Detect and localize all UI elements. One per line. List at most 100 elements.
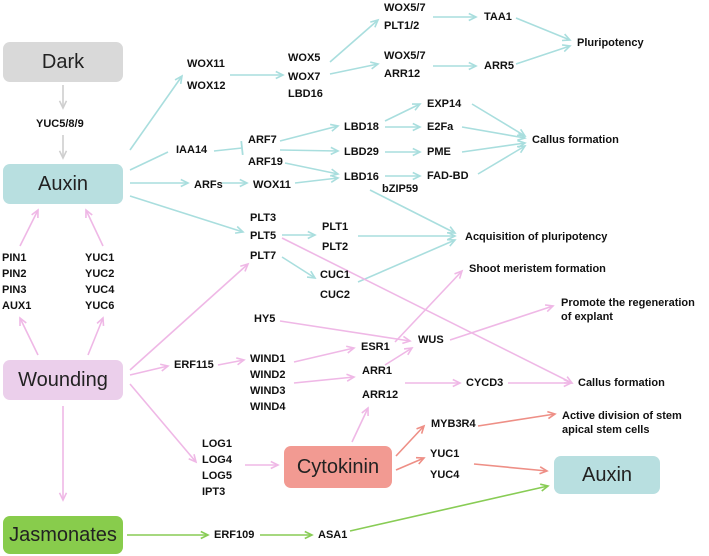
edge-cytokinin-to-myb <box>395 424 426 457</box>
active-division-label-line1: Active division of stem <box>562 410 682 422</box>
edge-cytokinin-to-yuc <box>395 456 426 471</box>
taa1-label: TAA1 <box>484 11 512 23</box>
yuc1-label-right: YUC1 <box>430 448 460 460</box>
yuc2-label: YUC2 <box>85 268 115 280</box>
edge-asa1-to-auxin <box>349 483 550 532</box>
edge-hy5-to-wus <box>279 320 412 345</box>
erf109-label: ERF109 <box>214 529 255 541</box>
edge-arf7-to-lbd29 <box>279 146 340 156</box>
edge-wound-to-log <box>129 383 198 464</box>
edge-arr-to-wus <box>384 347 414 366</box>
edge-log-to-cytokinin <box>245 460 280 470</box>
arf7-label: ARF7 <box>248 134 277 146</box>
erf115-label: ERF115 <box>174 359 214 371</box>
plt2-label: PLT2 <box>322 241 349 253</box>
plt5-label: PLT5 <box>250 230 277 242</box>
ipt3-label: IPT3 <box>202 486 226 498</box>
wox57-label-top: WOX5/7 <box>384 2 426 14</box>
exp14-label: EXP14 <box>427 98 462 110</box>
edge-jasm-to-erf109 <box>127 530 210 540</box>
wus-label: WUS <box>418 334 444 346</box>
pluripotency-label: Pluripotency <box>577 37 644 49</box>
hy5-label: HY5 <box>254 313 276 325</box>
plt1-label: PLT1 <box>322 221 349 233</box>
pin1-label: PIN1 <box>2 252 27 264</box>
edge-lbd29-to-pme <box>385 147 422 157</box>
cuc1-label: CUC1 <box>320 269 350 281</box>
edge-iaa14-inhibits-arfs <box>213 140 244 156</box>
edge-arr5-to-pluri <box>515 44 572 65</box>
edge-arfs-to-wox11 <box>222 178 249 188</box>
edge-myb-to-active <box>477 410 557 427</box>
callus-formation-label-bottom: Callus formation <box>578 377 665 389</box>
esr1-label: ESR1 <box>361 341 390 353</box>
e2fa-label: E2Fa <box>427 121 454 133</box>
edge-cycd3-to-callus2 <box>508 378 573 388</box>
edge-arr12-to-arr5 <box>433 61 478 71</box>
wox57-label-mid: WOX5/7 <box>384 50 426 62</box>
arr5-label: ARR5 <box>484 60 514 72</box>
edge-pme-to-callus <box>461 139 527 153</box>
asa1-label: ASA1 <box>318 529 348 541</box>
arfs-label: ARFs <box>194 179 223 191</box>
wind2-label: WIND2 <box>250 369 286 381</box>
edge-wound-to-jasm <box>58 406 68 502</box>
wind1-label: WIND1 <box>250 353 286 365</box>
cuc2-label: CUC2 <box>320 289 350 301</box>
auxin-output-box: Auxin <box>554 456 660 494</box>
aux1-label: AUX1 <box>2 300 32 312</box>
yuc4-label-right: YUC4 <box>430 469 460 481</box>
lbd16-label-top: LBD16 <box>288 88 323 100</box>
edge-yuc-to-auxin-left <box>85 208 104 247</box>
edge-erf115-to-wind <box>217 357 246 366</box>
jasmonates-box: Jasmonates <box>3 516 123 554</box>
edge-wound-to-plt <box>129 262 250 371</box>
log4-label: LOG4 <box>202 454 232 466</box>
wind3-label: WIND3 <box>250 385 286 397</box>
edge-exp14-to-callus <box>471 103 527 137</box>
edge-wound-to-erf115 <box>129 363 170 376</box>
edge-auxin-to-iaa14 <box>129 151 169 171</box>
edge-lbd18-to-exp14 <box>384 103 422 122</box>
edge-auxin-to-arfs <box>130 178 190 188</box>
log1-label: LOG1 <box>202 438 232 450</box>
edge-yuc-to-auxin <box>58 135 68 160</box>
edge-arf19-to-lbd16 <box>284 162 340 177</box>
wox11-label: WOX11 <box>187 58 225 70</box>
promote-label-line1: Promote the regeneration <box>561 297 695 309</box>
arf19-label: ARF19 <box>248 156 283 168</box>
lbd16-label-mid: LBD16 <box>344 171 379 183</box>
myb3r4-label: MYB3R4 <box>431 418 476 430</box>
pin3-label: PIN3 <box>2 284 27 296</box>
edge-wox11-to-lbd16 <box>294 174 340 184</box>
lbd29-label: LBD29 <box>344 146 379 158</box>
edge-wox5-to-wox57-top <box>329 18 380 63</box>
wox5-label: WOX5 <box>288 52 321 64</box>
plt7-label: PLT7 <box>250 250 277 262</box>
callus-formation-label-top: Callus formation <box>532 134 619 146</box>
iaa14-label: IAA14 <box>176 144 208 156</box>
edge-pin-to-auxin <box>19 208 39 247</box>
edge-taa1-to-pluri <box>515 17 572 42</box>
plt3-label: PLT3 <box>250 212 277 224</box>
pme-label: PME <box>427 146 451 158</box>
log5-label: LOG5 <box>202 470 232 482</box>
edge-erf109-to-asa1 <box>260 530 314 540</box>
edge-plt1-to-acq <box>358 231 457 241</box>
edge-arr-to-cycd3 <box>405 378 462 388</box>
edge-fadbd-to-callus <box>477 145 527 175</box>
bzip59-label: bZIP59 <box>382 183 419 195</box>
dark-box: Dark <box>3 42 123 82</box>
plt12-label: PLT1/2 <box>384 20 420 32</box>
edge-yuc-to-auxinout <box>473 463 549 475</box>
edge-arf7-to-lbd18 <box>279 123 340 142</box>
edge-cuc-to-acq <box>357 238 457 283</box>
wox12-label: WOX12 <box>187 80 226 92</box>
wox7-label: WOX7 <box>288 71 321 83</box>
edge-dark-to-yuc <box>58 85 68 110</box>
edge-wind-to-esr1 <box>293 345 356 363</box>
cytokinin-box: Cytokinin <box>284 446 392 488</box>
auxin-box: Auxin <box>3 164 123 204</box>
